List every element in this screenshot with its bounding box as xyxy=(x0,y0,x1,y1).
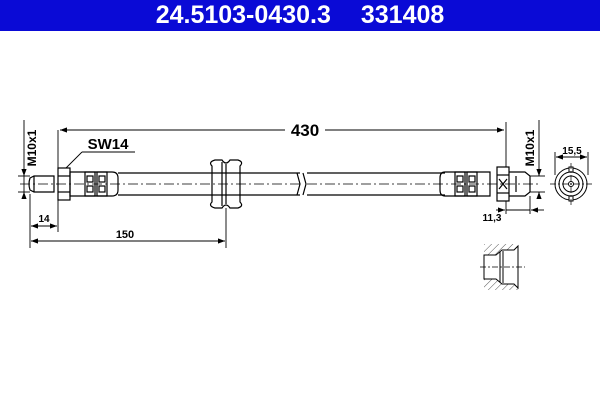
overall-length-label: 430 xyxy=(291,121,319,140)
dimension-lines xyxy=(18,120,589,248)
thread-right-label: M10x1 xyxy=(523,129,537,166)
end-view-diameter-label: 15,5 xyxy=(562,146,582,157)
title-bar: 24.5103-0430.3 331408 xyxy=(0,0,600,31)
part-number: 24.5103-0430.3 xyxy=(155,1,331,29)
reference-number: 331408 xyxy=(360,1,445,29)
right-thread-length-label: 11,3 xyxy=(483,213,502,224)
left-to-sleeve-label: 150 xyxy=(116,229,134,241)
wrench-size-label: SW14 xyxy=(88,136,130,153)
left-thread-length-label: 14 xyxy=(38,214,50,225)
thread-left-label: M10x1 xyxy=(25,129,39,166)
end-view xyxy=(550,163,592,205)
section-detail xyxy=(480,244,525,290)
